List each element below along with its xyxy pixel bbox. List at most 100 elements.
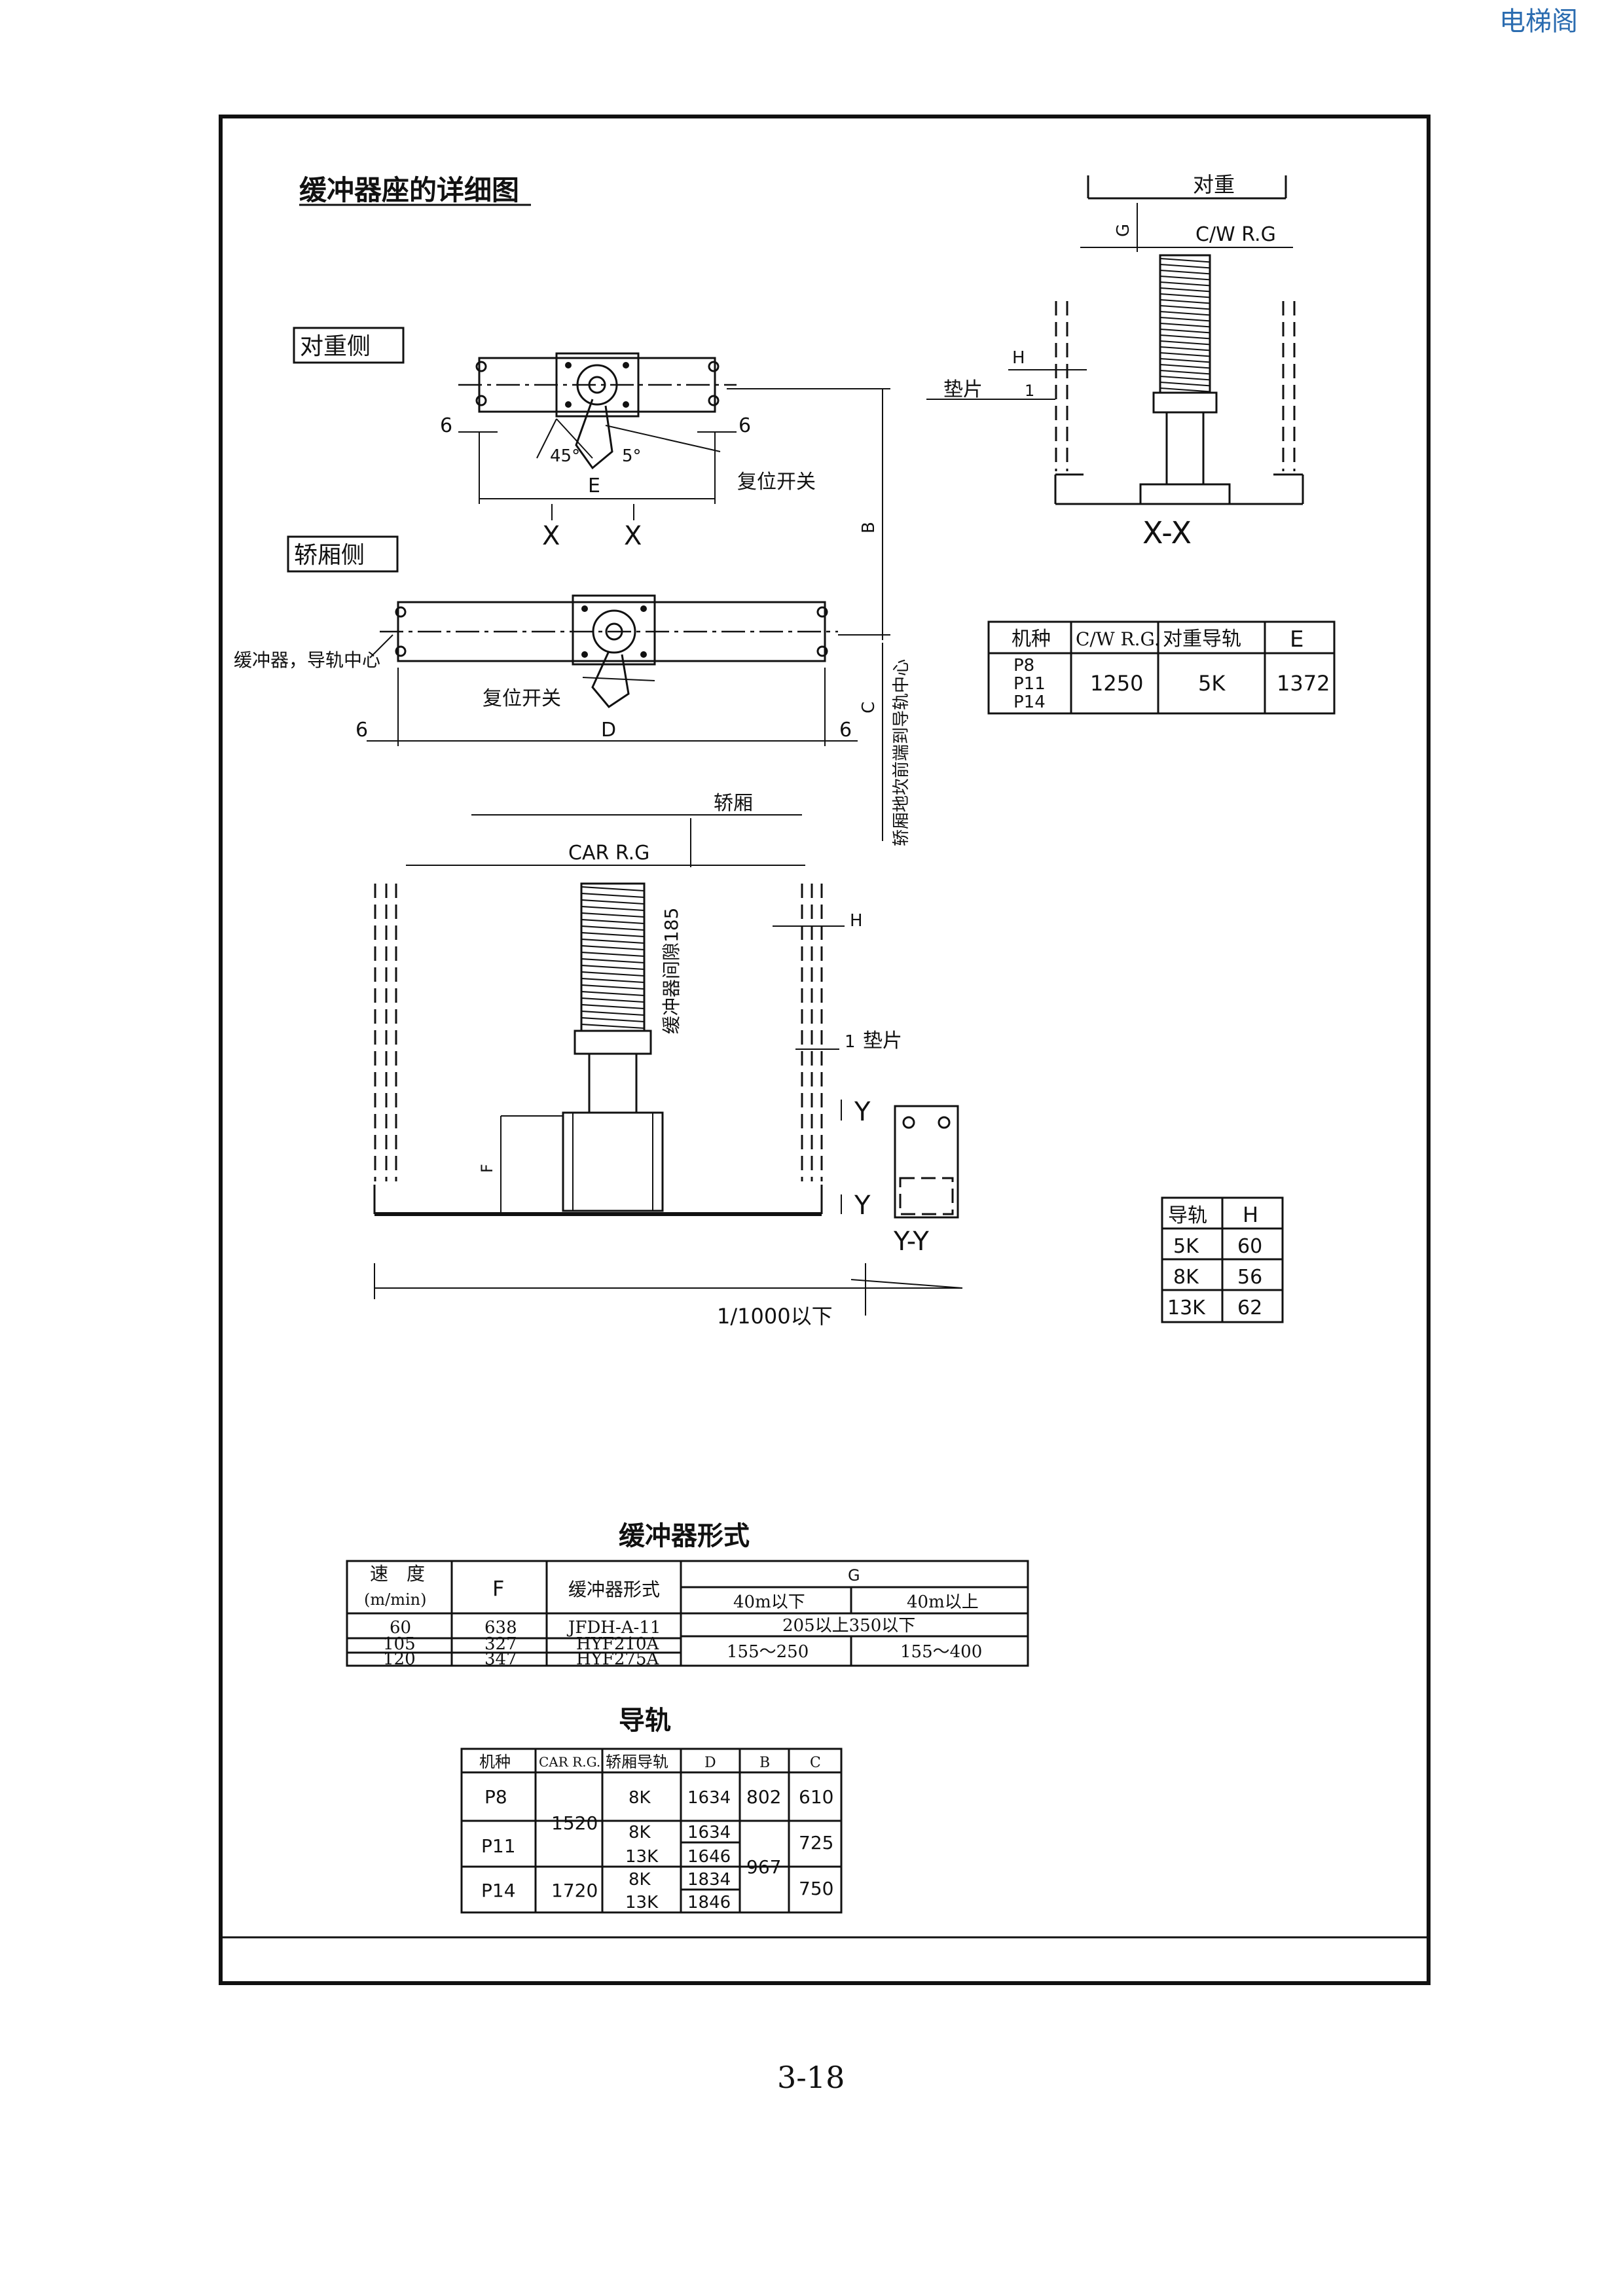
rail-table-rail-p11-8k: 8K [629, 1823, 651, 1842]
rail-table-b-802: 802 [746, 1786, 781, 1808]
rail-table-h-carrg: CAR R.G. [539, 1754, 600, 1770]
buffer-table-h-speed: 速 度 [370, 1563, 425, 1585]
rail-table-h-b: B [759, 1755, 770, 1771]
car-buffer-plate [572, 594, 656, 666]
rail-table-carrg-1520: 1520 [551, 1812, 598, 1834]
h-table-h-62: 62 [1237, 1297, 1262, 1319]
h-table-header-h: H [1243, 1202, 1258, 1227]
rail-table-title: 导轨 [619, 1706, 671, 1736]
section-yy-label: Y-Y [893, 1227, 929, 1257]
buffer-table-h-g: G [848, 1566, 860, 1585]
cw-dim-6-right: 6 [739, 414, 751, 437]
buffer-table-speed-105: 105 [383, 1634, 416, 1654]
car-buffer-spring [580, 882, 646, 1032]
cw-reset-switch-label: 复位开关 [737, 471, 816, 493]
buffer-table-h-g-high: 40m以上 [907, 1592, 979, 1612]
cw-angle-5: 5° [622, 446, 642, 466]
cw-table-rail: 5K [1198, 671, 1226, 696]
xx-shim-label: 垫片 [943, 378, 983, 401]
rail-table: 导轨 机种 CAR R.G. 轿厢导轨 D B C P8 P11 P14 152… [460, 1706, 843, 1914]
cw-table-model-p14: P14 [1013, 692, 1046, 712]
rail-table-d-5: 1846 [687, 1893, 731, 1912]
cw-table-header-model: 机种 [1012, 628, 1051, 651]
section-mark-y-top: Y [854, 1097, 871, 1127]
car-side-label: 轿厢侧 [294, 542, 365, 569]
buffer-table-title: 缓冲器形式 [619, 1521, 750, 1551]
xx-counterweight-label: 对重 [1193, 172, 1235, 197]
h-table-h-60: 60 [1237, 1235, 1262, 1258]
cw-side-label-box [293, 327, 405, 364]
rail-table-c-725: 725 [799, 1832, 833, 1854]
car-label: 轿厢 [714, 792, 753, 815]
rail-table-d-4: 1834 [687, 1870, 731, 1890]
buffer-table-h-speed-unit: (m/min) [364, 1590, 426, 1609]
car-h-label: H [850, 911, 863, 931]
buffer-table-type-hyf210a: HYF210A [576, 1634, 660, 1654]
rail-table-h-carrail: 轿厢导轨 [606, 1753, 668, 1771]
car-side-label-box [287, 535, 399, 573]
car-dim-6-right: 6 [839, 719, 852, 742]
buffer-table-f-638: 638 [484, 1618, 517, 1638]
car-reset-switch-label: 复位开关 [483, 687, 561, 710]
section-xx-label: X-X [1142, 515, 1192, 550]
cw-table-model-p8: P8 [1013, 656, 1034, 675]
rail-table-model-p8: P8 [484, 1786, 507, 1808]
dim-b: B [859, 522, 879, 533]
rail-table-h-c: C [810, 1755, 821, 1771]
buffer-table-type-jfdh: JFDH-A-11 [566, 1618, 661, 1638]
buffer-table-h-f: F [492, 1576, 504, 1601]
rail-table-rail-p14-8k: 8K [629, 1870, 651, 1890]
rail-table-rail-p8: 8K [629, 1788, 651, 1808]
rail-table-b-967: 967 [746, 1856, 781, 1878]
xx-one-label: 1 [1025, 382, 1034, 400]
counterweight-side-view: 对重侧 45° 5° 6 6 E 复位开关 X X [293, 327, 890, 640]
cw-table-e: 1372 [1277, 671, 1330, 696]
h-table: 导轨 H 5K 60 8K 56 13K 62 [1161, 1196, 1284, 1323]
rail-table-carrg-1720: 1720 [551, 1880, 598, 1901]
section-mark-y-bottom: Y [854, 1191, 871, 1221]
rail-table-h-d: D [704, 1755, 716, 1771]
car-floor-to-rail-label: 轿厢地坎前端到导轨中心 [892, 659, 911, 846]
xx-h-label: H [1012, 348, 1025, 368]
rail-table-c-750: 750 [799, 1878, 833, 1899]
xx-g-label: G [1114, 224, 1133, 237]
dim-f: F [478, 1164, 496, 1173]
buffer-table-f-327: 327 [484, 1634, 517, 1654]
cw-table-header-e: E [1290, 626, 1304, 653]
buffer-table-speed-60: 60 [390, 1618, 411, 1638]
buffer-gap-label: 缓冲器间隙185 [661, 908, 682, 1034]
cw-table-model-p11: P11 [1013, 674, 1046, 694]
buffer-table-g-row1: 205以上350以下 [782, 1616, 915, 1636]
section-yy-view: Y-Y [893, 1105, 959, 1257]
buffer-table-g-high: 155～400 [900, 1642, 982, 1662]
drawing-title: 缓冲器座的详细图 [299, 174, 519, 206]
section-mark-x-left: X [542, 521, 560, 551]
buffer-table-h-type: 缓冲器形式 [568, 1579, 660, 1600]
buffer-table-g-low: 155～250 [727, 1642, 809, 1662]
dim-c: C [859, 702, 879, 713]
car-elevation-view: 轿厢 CAR R.G 缓冲器间隙185 H 1 垫片 F [373, 792, 963, 1329]
buffer-table-h-g-low: 40m以下 [733, 1592, 805, 1612]
rail-table-model-p14: P14 [481, 1880, 516, 1901]
cw-buffer-plate [555, 352, 640, 418]
h-table-h-56: 56 [1237, 1266, 1262, 1289]
watermark: 电梯阁 [1499, 7, 1578, 37]
section-xx-view: 对重 G C/W R.G H 垫片 1 X-X [926, 172, 1304, 550]
section-mark-x-right: X [624, 521, 642, 551]
rail-table-rail-p14-13k: 13K [625, 1893, 659, 1912]
h-table-rail-8k: 8K [1173, 1266, 1199, 1289]
rail-table-model-p11: P11 [481, 1835, 516, 1857]
buffer-table-f-347: 347 [484, 1649, 517, 1669]
buffer-rail-center-label: 缓冲器，导轨中心 [234, 649, 380, 671]
buffer-table-type-hyf275a: HYF275A [576, 1649, 660, 1669]
rail-table-d-3: 1646 [687, 1847, 731, 1867]
h-table-rail-13k: 13K [1167, 1297, 1206, 1319]
rail-table-d-2: 1634 [687, 1823, 731, 1842]
buffer-table-speed-120: 120 [383, 1649, 416, 1669]
cw-angle-45: 45° [550, 446, 580, 466]
rail-table-d-1: 1634 [687, 1788, 731, 1808]
cw-table-header-cwrg: C/W R.G. [1076, 628, 1160, 650]
page-number: 3-18 [777, 2060, 845, 2095]
car-dim-6-left: 6 [356, 719, 368, 742]
